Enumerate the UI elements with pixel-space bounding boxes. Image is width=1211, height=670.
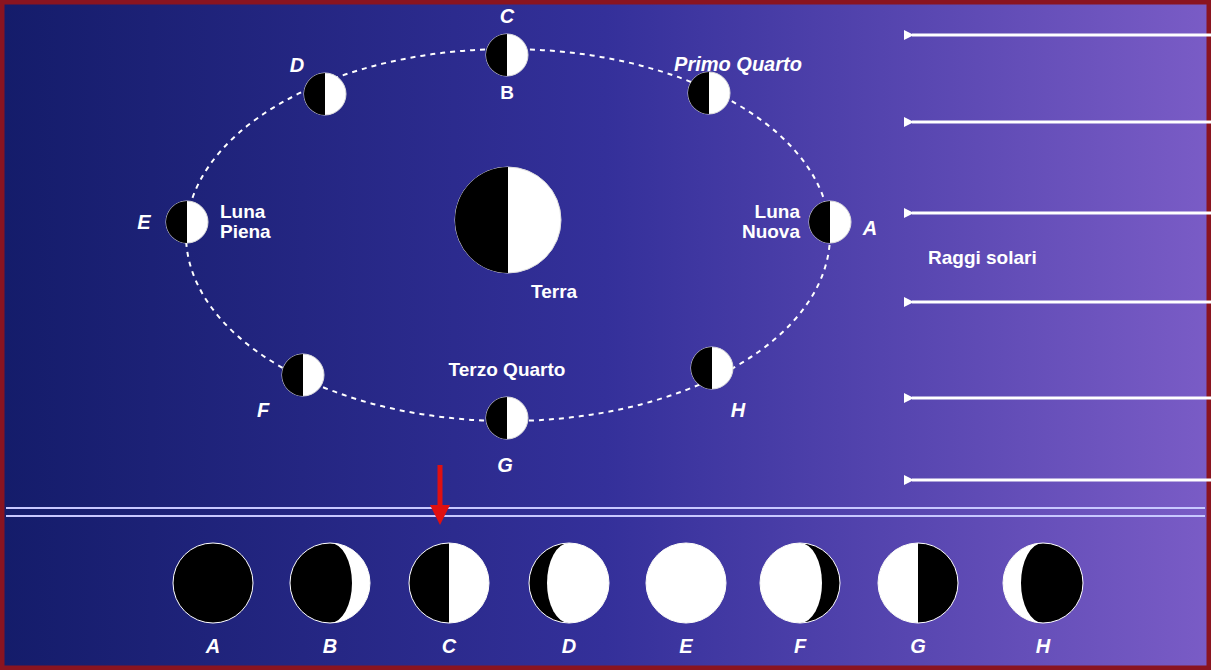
orbit-moon-dark bbox=[304, 73, 325, 115]
moon-orbit bbox=[186, 49, 830, 421]
orbit-moon-dark bbox=[688, 72, 709, 114]
orbit-moon bbox=[486, 397, 528, 439]
orbit-moon bbox=[282, 354, 324, 396]
phase-letter: Primo Quarto bbox=[674, 54, 802, 75]
moon-lit bbox=[646, 543, 726, 623]
phase-letter: H bbox=[1036, 636, 1050, 657]
orbit-moon bbox=[809, 201, 851, 243]
moon-lit bbox=[1003, 543, 1043, 623]
sun-ray bbox=[912, 212, 1211, 215]
moon-disc bbox=[646, 543, 726, 623]
phase-letter: E bbox=[679, 636, 692, 657]
orbit-moon-dark bbox=[809, 201, 830, 243]
orbit-moon-lit bbox=[486, 34, 528, 76]
earth-dark bbox=[455, 167, 508, 273]
sun-ray bbox=[912, 301, 1211, 304]
phase-letter: D bbox=[290, 55, 304, 76]
orbit-moon-dark bbox=[282, 354, 303, 396]
phase-letter: F bbox=[257, 400, 269, 421]
divider bbox=[6, 507, 1205, 509]
orbit-moon bbox=[688, 72, 730, 114]
phase-name: B bbox=[500, 83, 514, 103]
sun-ray bbox=[912, 34, 1211, 37]
phase-name: Luna Piena bbox=[220, 202, 286, 242]
earth-label: Terra bbox=[531, 282, 577, 302]
sun-ray bbox=[912, 479, 1211, 482]
orbit-moon-lit bbox=[304, 73, 346, 115]
moon-disc bbox=[173, 543, 253, 623]
orbit-moon-lit bbox=[282, 354, 324, 396]
orbit-moon bbox=[304, 73, 346, 115]
sun-rays bbox=[912, 35, 1211, 480]
phase-name: Luna Nuova bbox=[720, 202, 800, 242]
moon-disc bbox=[878, 543, 958, 623]
sun-ray bbox=[912, 121, 1211, 124]
orbit-moon-lit bbox=[691, 347, 733, 389]
phase-moon bbox=[529, 543, 609, 623]
phase-letter: G bbox=[497, 455, 513, 476]
moon-disc bbox=[290, 543, 370, 623]
orbit-moon bbox=[486, 34, 528, 76]
earth-lit bbox=[455, 167, 561, 273]
orbit-moon bbox=[691, 347, 733, 389]
orbit-moon-lit bbox=[688, 72, 730, 114]
moon-disc bbox=[409, 543, 489, 623]
phase-letter: G bbox=[910, 636, 926, 657]
red-pointer bbox=[438, 465, 443, 510]
phase-letter: A bbox=[863, 218, 877, 239]
moon-lit bbox=[760, 543, 822, 623]
phase-letter: A bbox=[206, 636, 220, 657]
orbit-moon-lit bbox=[486, 397, 528, 439]
sun-rays-label: Raggi solari bbox=[928, 248, 1037, 268]
phase-letter: F bbox=[794, 636, 806, 657]
moon-disc bbox=[1003, 543, 1083, 623]
orbit-moon-dark bbox=[486, 34, 507, 76]
orbit-moon bbox=[166, 201, 208, 243]
phase-letter: D bbox=[562, 636, 576, 657]
phase-moon bbox=[1003, 543, 1083, 623]
orbit-moon-lit bbox=[809, 201, 851, 243]
red-pointer-head bbox=[430, 505, 450, 525]
moon-lit bbox=[330, 543, 370, 623]
phase-moon bbox=[760, 543, 840, 623]
orbit-moon-lit bbox=[166, 201, 208, 243]
phase-moon bbox=[646, 543, 726, 623]
phase-moons bbox=[173, 543, 1083, 623]
phase-moon bbox=[290, 543, 370, 623]
orbit-moon-dark bbox=[166, 201, 187, 243]
moon-disc bbox=[529, 543, 609, 623]
phase-moon bbox=[878, 543, 958, 623]
phase-letter: E bbox=[137, 212, 150, 233]
moon-lit bbox=[547, 543, 609, 623]
phase-letter: H bbox=[731, 400, 745, 421]
phase-letter: C bbox=[442, 636, 456, 657]
moon-lit bbox=[449, 543, 489, 623]
sun-ray bbox=[912, 397, 1211, 400]
moon-disc bbox=[760, 543, 840, 623]
orbit-moon-dark bbox=[691, 347, 712, 389]
divider bbox=[6, 515, 1205, 517]
phase-letter: C bbox=[500, 6, 514, 27]
phase-moon bbox=[173, 543, 253, 623]
phase-letter: B bbox=[323, 636, 337, 657]
moon-lit bbox=[878, 543, 918, 623]
orbit-moon-dark bbox=[486, 397, 507, 439]
orbit-moons bbox=[166, 34, 851, 439]
phase-moon bbox=[409, 543, 489, 623]
phase-name: Terzo Quarto bbox=[449, 360, 566, 380]
earth bbox=[455, 167, 561, 273]
